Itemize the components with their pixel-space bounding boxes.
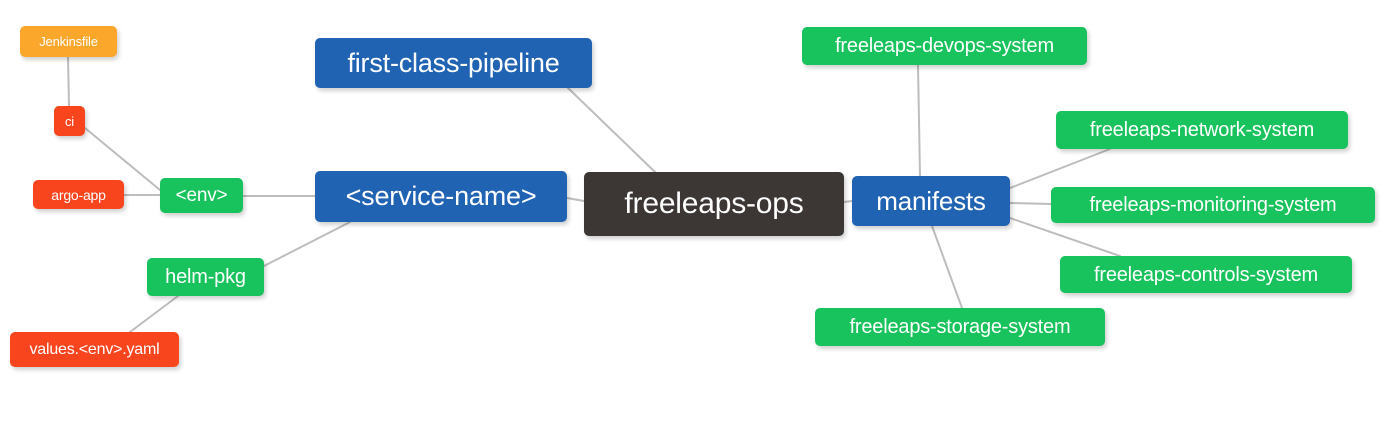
edge-manifests-devops <box>917 64 921 177</box>
node-label-freeleaps-network-system: freeleaps-network-system <box>1089 119 1315 141</box>
node-values-env-yaml[interactable]: values.<env>.yaml <box>10 332 179 367</box>
edge-manifests-network <box>1009 148 1111 189</box>
node-label-freeleaps-ops: freeleaps-ops <box>624 187 804 220</box>
edge-helmpkg-servicename <box>263 221 351 267</box>
node-env[interactable]: <env> <box>160 178 243 213</box>
edge-manifests-monitoring <box>1009 202 1052 205</box>
edge-pipeline-ops <box>567 87 656 173</box>
node-label-argo-app: argo-app <box>51 186 106 203</box>
node-label-env: <env> <box>175 185 228 206</box>
node-first-class-pipeline[interactable]: first-class-pipeline <box>315 38 592 88</box>
node-freeleaps-network-system[interactable]: freeleaps-network-system <box>1056 111 1348 149</box>
node-label-helm-pkg: helm-pkg <box>165 266 246 288</box>
node-helm-pkg[interactable]: helm-pkg <box>147 258 264 296</box>
node-service-name[interactable]: <service-name> <box>315 171 567 222</box>
edge-ops-manifests <box>843 200 853 203</box>
edge-values-helmpkg <box>129 295 179 333</box>
edge-manifests-controls <box>1009 217 1121 257</box>
node-freeleaps-controls-system[interactable]: freeleaps-controls-system <box>1060 256 1352 293</box>
node-label-values-env-yaml: values.<env>.yaml <box>29 340 160 358</box>
node-jenkinsfile[interactable]: Jenkinsfile <box>20 26 117 57</box>
node-label-freeleaps-storage-system: freeleaps-storage-system <box>849 316 1071 338</box>
node-label-service-name: <service-name> <box>345 181 537 211</box>
node-label-jenkinsfile: Jenkinsfile <box>39 34 98 49</box>
node-freeleaps-monitoring-system[interactable]: freeleaps-monitoring-system <box>1051 187 1375 223</box>
node-ci[interactable]: ci <box>54 106 85 136</box>
node-freeleaps-ops[interactable]: freeleaps-ops <box>584 172 844 236</box>
edge-jenkinsfile-ci <box>67 56 70 107</box>
node-label-ci: ci <box>65 113 74 129</box>
node-freeleaps-devops-system[interactable]: freeleaps-devops-system <box>802 27 1087 65</box>
edge-servicename-ops <box>566 197 585 202</box>
node-label-manifests: manifests <box>876 186 986 216</box>
node-argo-app[interactable]: argo-app <box>33 180 124 209</box>
node-freeleaps-storage-system[interactable]: freeleaps-storage-system <box>815 308 1105 346</box>
node-manifests[interactable]: manifests <box>852 176 1010 226</box>
node-label-freeleaps-devops-system: freeleaps-devops-system <box>835 35 1054 57</box>
node-label-first-class-pipeline: first-class-pipeline <box>347 47 560 78</box>
node-label-freeleaps-controls-system: freeleaps-controls-system <box>1094 263 1318 286</box>
node-label-freeleaps-monitoring-system: freeleaps-monitoring-system <box>1089 194 1337 216</box>
edge-manifests-storage <box>931 225 963 309</box>
